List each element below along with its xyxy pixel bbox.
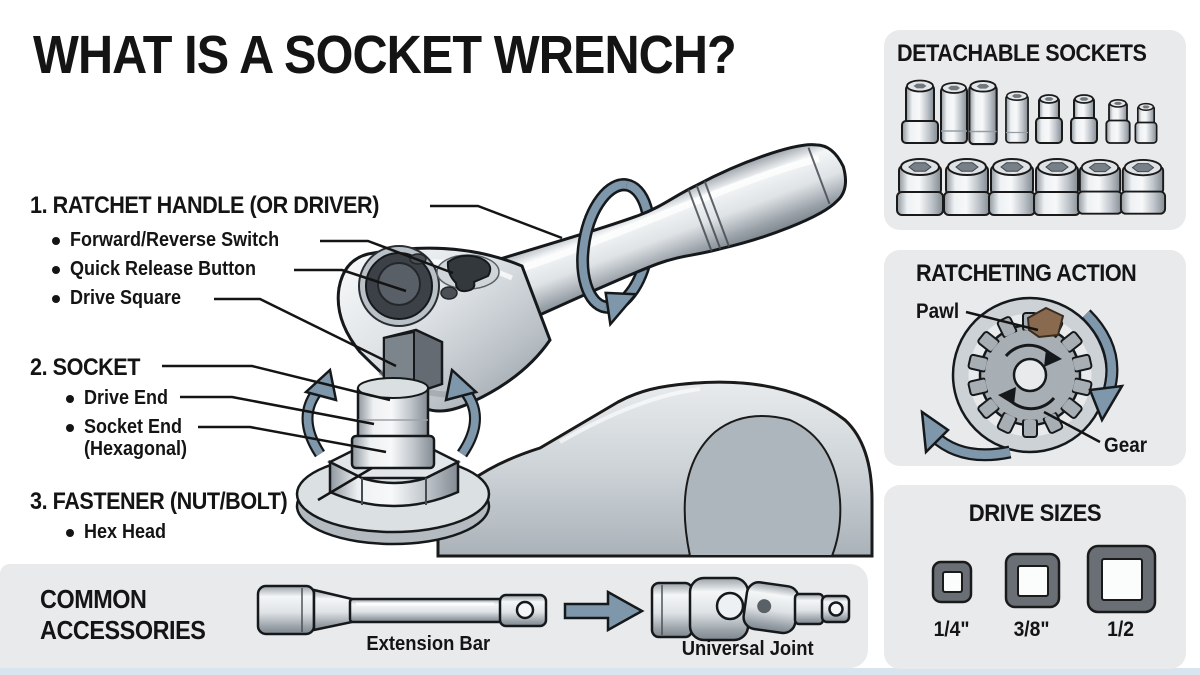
head-screw-dot: [409, 253, 427, 265]
bottom-edge-strip: [0, 668, 1200, 675]
socket-illustration: [350, 377, 436, 470]
common-accessories-title: COMMON ACCESSORIES: [40, 584, 206, 645]
handle-rotation-arrow-back: [576, 178, 656, 314]
leader-forward-reverse-switch: [320, 239, 454, 275]
bullet-drive-end: Drive End: [66, 387, 177, 410]
section-name: FASTENER (NUT/BOLT): [52, 488, 288, 515]
leader-drive-end: [180, 395, 375, 426]
washer-illustration: [295, 454, 491, 546]
bullet-icon: [52, 265, 60, 274]
head-screw-dot-2: [440, 286, 458, 300]
pawl-label: Pawl: [916, 300, 960, 323]
section-socket-heading: 2. SOCKET: [30, 354, 152, 382]
section-name: SOCKET: [52, 354, 141, 381]
section-number: 1.: [30, 192, 48, 219]
section-ratchet-handle-heading: 1. RATCHET HANDLE (OR DRIVER): [30, 192, 418, 220]
bullet-icon: [66, 423, 74, 432]
section-fastener-heading: 3. FASTENER (NUT/BOLT): [30, 488, 316, 516]
bullet-hex-head: Hex Head: [66, 521, 175, 544]
bullet-socket-end-sub: (Hexagonal): [84, 438, 188, 460]
hex-nut-illustration: [327, 444, 461, 508]
page-title: WHAT IS A SOCKET WRENCH?: [33, 25, 737, 85]
forward-reverse-switch-illustration: [436, 254, 500, 293]
socket-rotation-arrows: [301, 367, 481, 458]
section-number: 3.: [30, 488, 48, 515]
handle-rotation-arrow-front: [576, 178, 639, 328]
gear-label: Gear: [1104, 434, 1148, 457]
bullet-quick-release-button: Quick Release Button: [52, 258, 277, 281]
bullet-icon: [66, 528, 74, 537]
section-name: RATCHET HANDLE (OR DRIVER): [52, 192, 380, 219]
leader-socket-end: [198, 425, 387, 454]
leader-ratchet-handle: [430, 204, 563, 240]
bullet-forward-reverse-switch: Forward/Reverse Switch: [52, 229, 302, 252]
extension-bar-label: Extension Bar: [366, 633, 490, 655]
drive-square-illustration: [382, 328, 444, 396]
drive-sizes-title: DRIVE SIZES: [968, 500, 1102, 527]
bullet-socket-end: Socket End: [66, 416, 193, 439]
drive-size-label-quarter: 1/4": [933, 618, 971, 641]
leader-fastener: [317, 466, 373, 502]
leader-socket: [162, 364, 391, 402]
universal-joint-label: Universal Joint: [682, 638, 814, 660]
bullet-icon: [52, 294, 60, 303]
ratcheting-action-title: RATCHETING ACTION: [916, 260, 1137, 287]
section-number: 2.: [30, 354, 48, 381]
drive-size-label-half: 1/2: [1107, 618, 1135, 641]
drive-size-label-three-eighths: 3/8": [1013, 618, 1051, 641]
detachable-sockets-title: DETACHABLE SOCKETS: [897, 40, 1147, 67]
quick-release-button-illustration: [358, 245, 440, 327]
ratchet-head-illustration: [336, 245, 552, 413]
bullet-drive-square: Drive Square: [52, 287, 193, 310]
ratchet-handle-illustration: [494, 143, 847, 326]
workpiece-illustration: [436, 380, 874, 558]
leader-quick-release-button: [294, 268, 407, 293]
bullet-icon: [52, 236, 60, 245]
leader-drive-square: [214, 297, 397, 368]
bullet-icon: [66, 394, 74, 403]
